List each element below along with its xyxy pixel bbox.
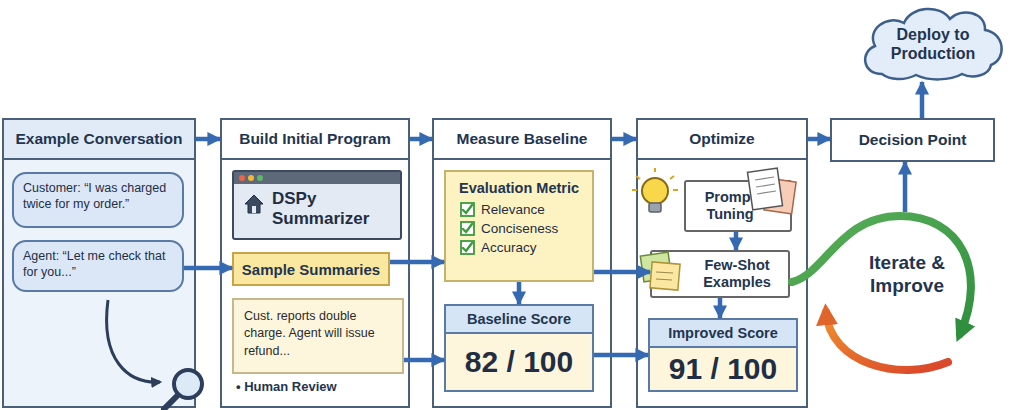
house-door [252, 206, 256, 213]
house-icon [242, 192, 266, 216]
cloud-label: Deploy to Production [858, 2, 1008, 82]
score-value: 82 / 100 [446, 334, 592, 390]
orange-cycle-arrow [826, 312, 948, 370]
checkbox-frame [461, 203, 474, 216]
box-heading: Evaluation Metric [456, 180, 582, 196]
column-header: Optimize [638, 120, 806, 160]
flow-arrow [920, 82, 925, 118]
checklist-row: Relevance [460, 202, 582, 217]
checkbox-icon [460, 221, 475, 236]
stage-panel: Measure BaselineEvaluation MetricRelevan… [432, 118, 612, 408]
program-window: DSPy Summarizer [232, 170, 402, 240]
checklist-item: Relevance [481, 202, 545, 217]
decision-header: Decision Point [830, 118, 995, 162]
score-heading: Improved Score [650, 320, 796, 348]
checkbox-icon [460, 202, 475, 217]
score-heading: Baseline Score [446, 306, 592, 334]
process-label: Few-Shot Examples [692, 257, 782, 292]
checklist-row: Conciseness [460, 221, 582, 236]
window-dot [239, 175, 245, 181]
process-box: Prompt Tuning [684, 180, 792, 232]
deploy-cloud: Deploy to Production [858, 2, 1008, 82]
window-dot [257, 175, 263, 181]
summary-box: Cust. reports double charge. Agent will … [232, 298, 404, 374]
flow-arrow [196, 137, 220, 142]
house-shape [245, 195, 263, 213]
check-mark [463, 205, 472, 213]
column-header: Example Conversation [4, 120, 194, 160]
column-header: Build Initial Program [222, 120, 408, 160]
process-box: Few-Shot Examples [650, 250, 790, 298]
score-value: 91 / 100 [650, 348, 796, 390]
summary-band: Sample Summaries [232, 252, 390, 286]
speech-bubble: Customer: “I was charged twice for my or… [12, 172, 184, 228]
cycle-label: Iterate & Improve [852, 252, 962, 298]
review-note: • Human Review [236, 379, 337, 394]
iterate-cycle: Iterate & Improve [800, 212, 990, 372]
checklist-row: Accuracy [460, 240, 582, 255]
metric-box: Evaluation MetricRelevanceConcisenessAcc… [444, 170, 594, 282]
window-dot [248, 175, 254, 181]
speech-bubble: Agent: “Let me check that for you...” [12, 240, 184, 292]
summary-text: Cust. reports double charge. Agent will … [244, 308, 392, 360]
flow-arrow [410, 137, 432, 142]
column-header: Measure Baseline [434, 120, 610, 160]
checkbox-icon [460, 240, 475, 255]
stage-panel: Example ConversationCustomer: “I was cha… [2, 118, 196, 408]
flow-arrow [612, 137, 636, 142]
stage-panel: OptimizePrompt TuningFew-Shot ExamplesIm… [636, 118, 808, 408]
check-mark [463, 243, 472, 251]
score-box: Improved Score91 / 100 [648, 318, 798, 392]
column-header: Decision Point [832, 120, 993, 160]
process-label: Prompt Tuning [692, 189, 768, 224]
check-mark [463, 224, 472, 232]
checkbox-frame [461, 222, 474, 235]
flow-arrow [808, 137, 830, 142]
score-box: Baseline Score82 / 100 [444, 304, 594, 392]
band-label: Sample Summaries [242, 261, 380, 278]
checklist-item: Accuracy [481, 240, 537, 255]
window-titlebar [234, 172, 400, 184]
flow-arrow [903, 162, 908, 212]
checklist-item: Conciseness [481, 221, 558, 236]
stage-panel: Build Initial ProgramDSPy SummarizerSamp… [220, 118, 410, 408]
chat-text: Customer: “I was charged twice for my or… [23, 180, 173, 213]
checkbox-frame [461, 241, 474, 254]
cloud-outline [865, 9, 1002, 79]
chat-text: Agent: “Let me check that for you...” [23, 248, 173, 281]
green-cycle-arrow [792, 216, 971, 334]
